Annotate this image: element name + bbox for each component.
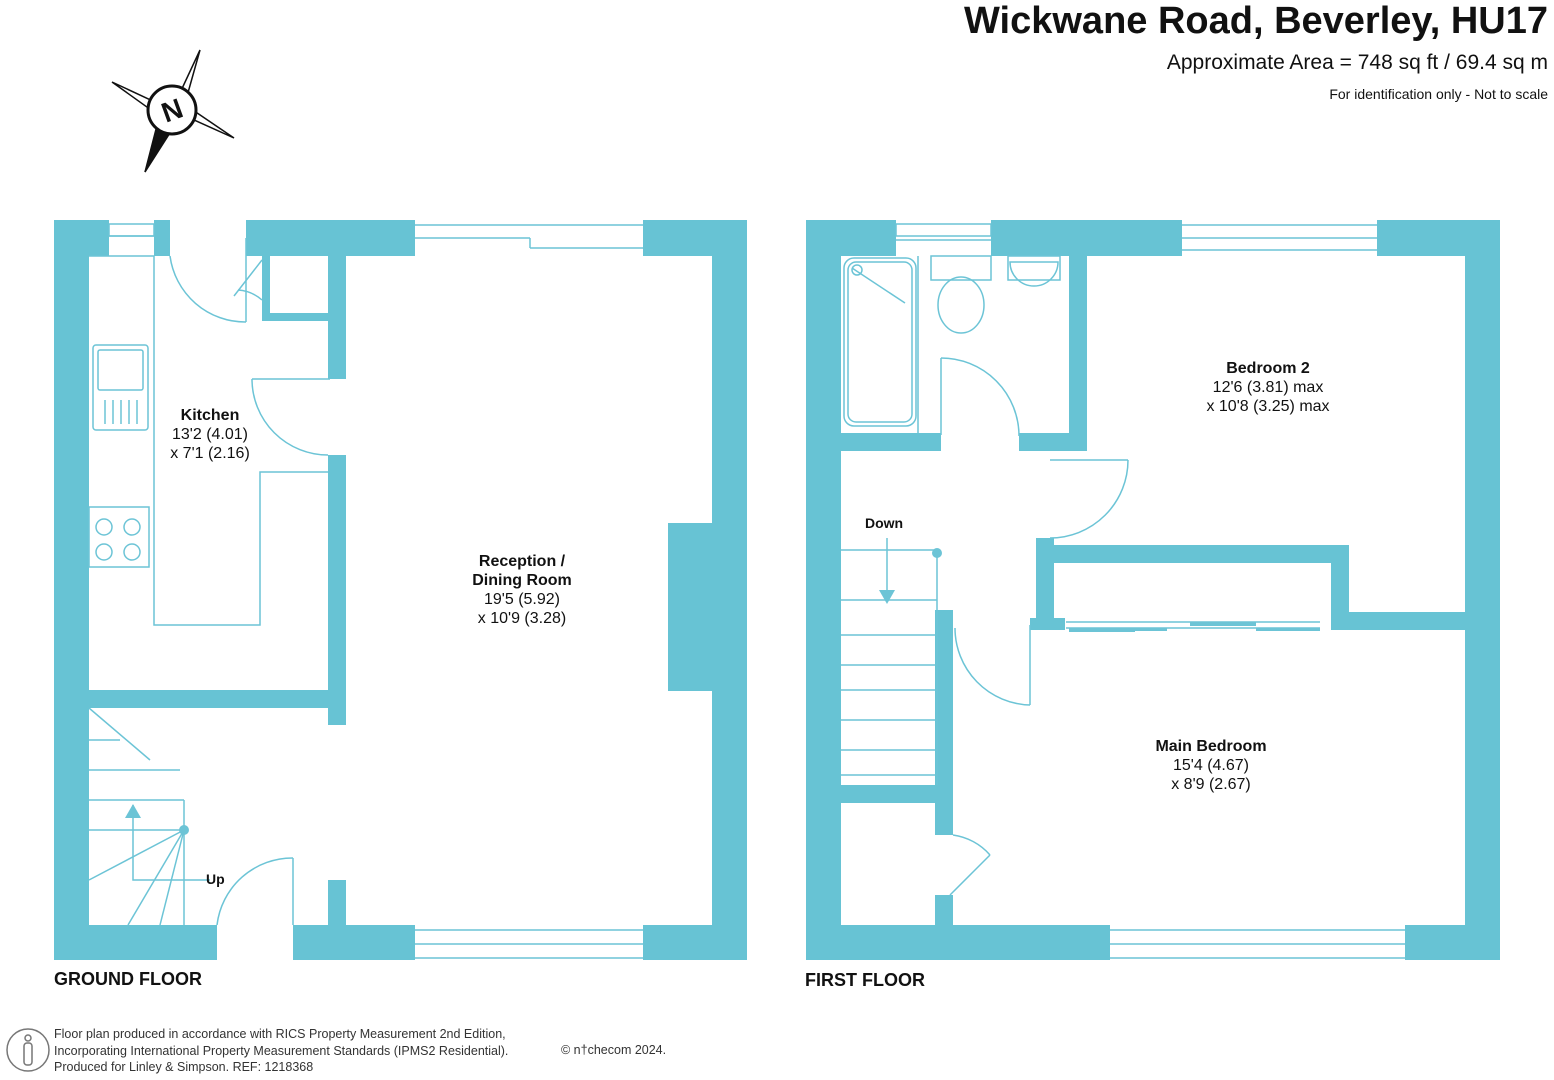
- room-reception-dining: Reception / Dining Room 19'5 (5.92) x 10…: [472, 552, 572, 628]
- room-bedroom-2: Bedroom 2 12'6 (3.81) max x 10'8 (3.25) …: [1206, 359, 1329, 416]
- first-floor-plan: [806, 220, 1500, 960]
- compass-icon: N: [111, 49, 235, 173]
- footer-line: Incorporating International Property Mea…: [54, 1043, 509, 1058]
- first-floor-label: FIRST FLOOR: [805, 970, 925, 990]
- room-name: Main Bedroom: [1155, 738, 1267, 755]
- plan-title: Wickwane Road, Beverley, HU17: [964, 0, 1548, 42]
- room-dimension: 19'5 (5.92): [483, 591, 560, 608]
- approximate-area: Approximate Area = 748 sq ft / 69.4 sq m: [1166, 51, 1548, 74]
- ground-floor-lines: [88, 223, 643, 959]
- ground-floor-label: GROUND FLOOR: [54, 969, 202, 989]
- first-floor-lines: [841, 223, 1405, 959]
- scale-note: For identification only - Not to scale: [1329, 86, 1548, 102]
- room-name: Reception /: [478, 553, 566, 570]
- room-dimension: x 8'9 (2.67): [1171, 776, 1251, 793]
- room-dimension: x 10'8 (3.25) max: [1206, 398, 1330, 415]
- room-dimension: x 10'9 (3.28): [477, 610, 567, 627]
- room-dimension: 15'4 (4.67): [1173, 757, 1249, 774]
- room-name: Bedroom 2: [1226, 360, 1310, 377]
- room-main-bedroom: Main Bedroom 15'4 (4.67) x 8'9 (2.67): [1155, 737, 1266, 794]
- room-name: Kitchen: [180, 407, 240, 424]
- ground-floor-plan: [54, 220, 747, 960]
- room-name: Dining Room: [472, 572, 572, 589]
- footer-line: Floor plan produced in accordance with R…: [54, 1027, 506, 1041]
- room-dimension: x 7'1 (2.16): [170, 445, 250, 462]
- copyright-notice: © n†checom 2024.: [561, 1043, 667, 1057]
- footer-line: Produced for Linley & Simpson. REF: 1218…: [54, 1060, 314, 1074]
- room-kitchen: Kitchen 13'2 (4.01) x 7'1 (2.16): [170, 406, 250, 463]
- room-dimension: 13'2 (4.01): [171, 426, 248, 443]
- info-person-icon: [6, 1028, 50, 1072]
- room-dimension: 12'6 (3.81) max: [1212, 379, 1324, 396]
- footer-notes: Floor plan produced in accordance with R…: [54, 1026, 508, 1076]
- stairs-up-label: Up: [206, 871, 225, 887]
- stairs-down-label: Down: [865, 515, 904, 531]
